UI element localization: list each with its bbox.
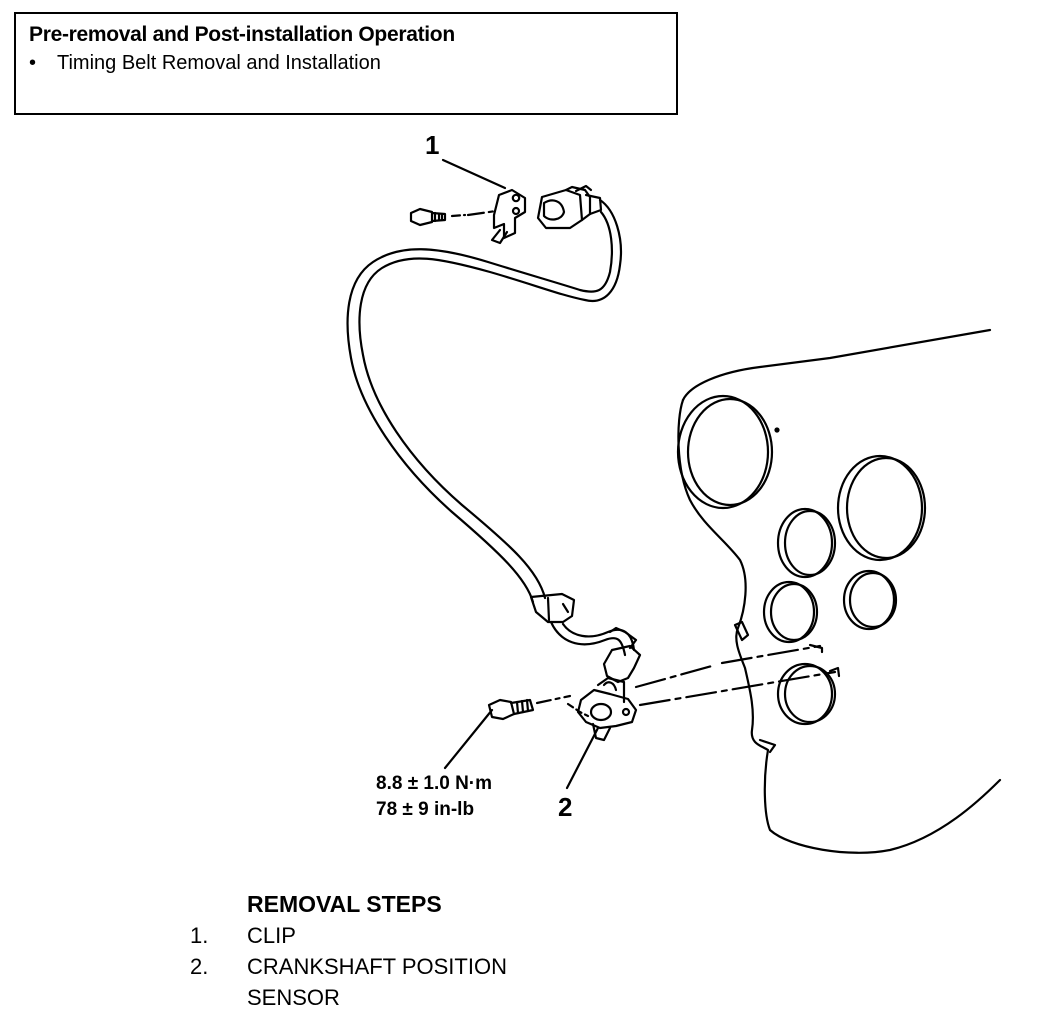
clip-drawing (409, 188, 527, 245)
sensor-connector-drawing (536, 184, 603, 230)
engine-block-drawing (676, 328, 1002, 854)
callout-2-label: 2 (558, 792, 573, 822)
torque-imperial: 78 ± 9 in-lb (376, 799, 475, 820)
step-item: 2. CRANKSHAFT POSITION SENSOR (190, 951, 587, 1013)
operation-box-item: • Timing Belt Removal and Installation (29, 52, 381, 75)
operation-box-title: Pre-removal and Post-installation Operat… (29, 23, 455, 46)
step-item: 1. CLIP (190, 920, 587, 951)
alignment-lines-drawing (634, 643, 841, 707)
step-label: CLIP (247, 923, 296, 948)
removal-steps-title: REMOVAL STEPS (247, 891, 442, 917)
operation-item-label: Timing Belt Removal and Installation (57, 52, 381, 74)
pre-removal-operation-box: Pre-removal and Post-installation Operat… (14, 12, 678, 115)
bullet-icon: • (29, 52, 37, 74)
sensor-harness-drawing (346, 198, 638, 657)
torque-spec: 8.8 ± 1.0 N·m 78 ± 9 in-lb (376, 771, 492, 823)
step-number: 1. (190, 923, 209, 948)
callout-2-leader (565, 726, 600, 790)
crankshaft-sensor-drawing (566, 644, 642, 742)
step-number: 2. (190, 954, 209, 979)
torque-leader (443, 708, 494, 770)
sensor-bolt-drawing (487, 694, 572, 721)
step-label: CRANKSHAFT POSITION SENSOR (247, 954, 507, 1010)
callout-1-label: 1 (425, 130, 440, 160)
removal-steps: REMOVAL STEPS 1. CLIP 2. CRANKSHAFT POSI… (190, 889, 587, 1013)
torque-metric: 8.8 ± 1.0 N·m (376, 773, 493, 794)
callout-1-leader (441, 158, 507, 190)
